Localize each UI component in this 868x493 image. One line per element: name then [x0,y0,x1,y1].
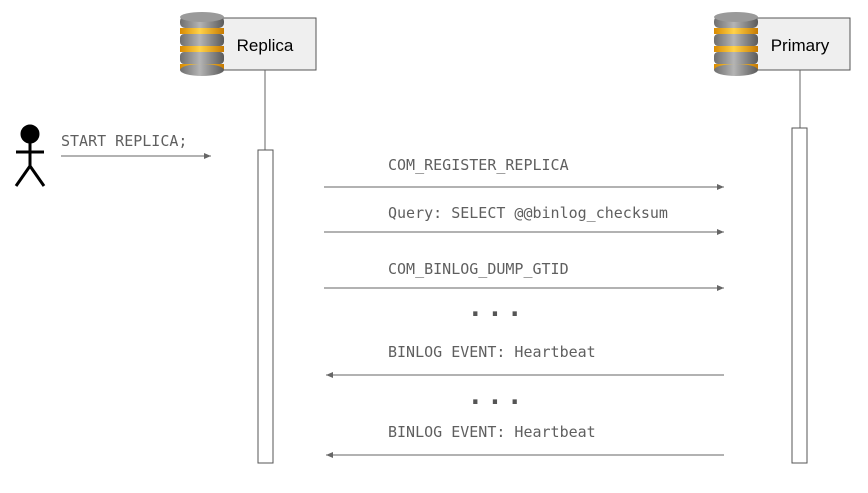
replica-participant: Replica [180,12,317,464]
database-icon [714,12,758,76]
replica-label: Replica [237,36,294,55]
message-label: COM_BINLOG_DUMP_GTID [388,260,569,278]
ellipsis: ... [468,293,527,323]
message-2: Query: SELECT @@binlog_checksum [324,204,724,235]
primary-participant: Primary [714,12,851,464]
primary-activation-bar [791,127,808,464]
message-1: COM_REGISTER_REPLICA [324,156,724,190]
message-label: COM_REGISTER_REPLICA [388,156,569,174]
primary-label: Primary [771,36,830,55]
start-replica-label: START REPLICA; [61,132,187,150]
replica-header-box [213,17,317,71]
message-5: BINLOG EVENT: Heartbeat [326,423,724,458]
message-label: Query: SELECT @@binlog_checksum [388,204,668,222]
ellipsis: ... [468,381,527,411]
message-3: COM_BINLOG_DUMP_GTID [324,260,724,291]
stick-figure-icon [14,124,46,187]
replica-activation-bar [257,149,274,464]
message-label: BINLOG EVENT: Heartbeat [388,343,596,361]
database-icon [180,12,224,76]
message-label: BINLOG EVENT: Heartbeat [388,423,596,441]
message-4: BINLOG EVENT: Heartbeat [326,343,724,378]
